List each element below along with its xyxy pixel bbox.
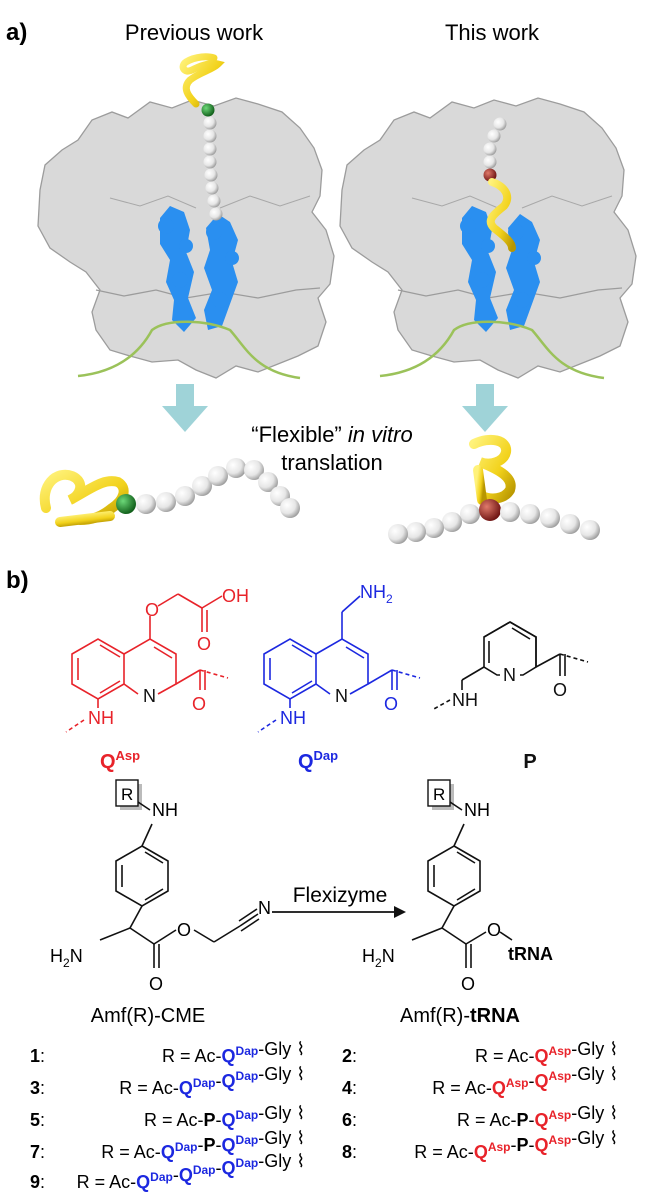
svg-text:O: O <box>461 974 475 994</box>
qasp-name: QAsp <box>100 748 140 773</box>
qdap-o: O <box>384 694 398 714</box>
svg-text:N: N <box>258 898 271 918</box>
compound-3-number: 3: <box>30 1078 45 1098</box>
compound-7-formula: R = Ac-QDap-P-QDap-Gly ⌇ <box>101 1128 305 1162</box>
product-amf-trna: R NH H2N O O tRNA <box>362 779 553 994</box>
compound-2-number: 2: <box>342 1046 357 1066</box>
svg-text:O: O <box>487 920 501 940</box>
compound-2-formula: R = Ac-QAsp-Gly ⌇ <box>475 1039 618 1066</box>
svg-text:O: O <box>177 920 191 940</box>
compound-4-number: 4: <box>342 1078 357 1098</box>
svg-text:H2N: H2N <box>50 946 83 970</box>
down-arrow-right <box>462 384 508 432</box>
p-n-mask <box>500 664 520 684</box>
left-title: Previous work <box>125 20 264 45</box>
trna-left <box>158 206 239 332</box>
p-o: O <box>553 680 567 700</box>
product-left <box>39 458 300 527</box>
svg-text:H2N: H2N <box>362 946 395 970</box>
compound-4-formula: R = Ac-QAsp-QAsp-Gly ⌇ <box>432 1064 618 1098</box>
qdap-nh: NH <box>280 708 306 728</box>
chain-left <box>179 53 225 221</box>
product-right <box>388 434 600 544</box>
compound-1-formula: R = Ac-QDap-Gly ⌇ <box>162 1039 305 1066</box>
qasp-o2: O <box>197 634 211 654</box>
down-arrow-left <box>162 384 208 432</box>
compound-6-formula: R = Ac-P-QAsp-Gly ⌇ <box>457 1103 618 1130</box>
panel-a-label: a) <box>6 19 27 46</box>
mrna-right <box>379 320 605 380</box>
p-n: N <box>503 665 516 685</box>
structure-qasp <box>65 593 229 733</box>
compound-list: 1: R = Ac-QDap-Gly ⌇ 2: R = Ac-QAsp-Gly ⌇ 3:… <box>30 1039 618 1192</box>
svg-text:O: O <box>149 974 163 994</box>
compound-5-formula: R = Ac-P-QDap-Gly ⌇ <box>144 1103 305 1130</box>
caption-line2: translation <box>281 450 383 475</box>
svg-text:NH: NH <box>464 800 490 820</box>
reactant-name: Amf(R)-CME <box>91 1005 205 1027</box>
qasp-o1: O <box>145 600 159 620</box>
compound-1-number: 1: <box>30 1046 45 1066</box>
compound-8-number: 8: <box>342 1142 357 1162</box>
svg-text:tRNA: tRNA <box>508 944 553 964</box>
compound-9-number: 9: <box>30 1172 45 1192</box>
panel-b-label: b) <box>6 567 29 594</box>
compound-7-number: 7: <box>30 1142 45 1162</box>
caption-line1: “Flexible” in vitro <box>251 422 412 447</box>
p-nh: NH <box>452 690 478 710</box>
compound-5-number: 5: <box>30 1110 45 1130</box>
svg-text:R: R <box>433 785 445 804</box>
structure-qdap <box>257 595 421 733</box>
svg-text:R: R <box>121 785 133 804</box>
arrow-label: Flexizyme <box>293 884 388 907</box>
compound-8-formula: R = Ac-QAsp-P-QAsp-Gly ⌇ <box>414 1128 618 1162</box>
mrna-left <box>77 320 301 380</box>
reactant-amf-cme: R NH H2N O O N <box>50 779 271 994</box>
qasp-nh: NH <box>88 708 114 728</box>
qdap-name: QDap <box>298 748 338 773</box>
compound-6-number: 6: <box>342 1110 357 1130</box>
qasp-oh: OH <box>222 586 249 606</box>
qasp-o3: O <box>192 694 206 714</box>
compound-9-formula: R = Ac-QDap-QDap-QDap-Gly ⌇ <box>77 1151 305 1192</box>
product-name: Amf(R)-tRNA <box>400 1005 520 1027</box>
qasp-n: N <box>143 686 156 706</box>
p-name: P <box>523 751 536 773</box>
svg-text:NH: NH <box>152 800 178 820</box>
qdap-n: N <box>335 686 348 706</box>
qdap-nh2: NH2 <box>360 582 393 606</box>
compound-3-formula: R = Ac-QDap-QDap-Gly ⌇ <box>119 1064 305 1098</box>
right-title: This work <box>445 20 540 45</box>
chain-right <box>483 117 516 252</box>
reaction-arrow-head <box>394 906 406 918</box>
